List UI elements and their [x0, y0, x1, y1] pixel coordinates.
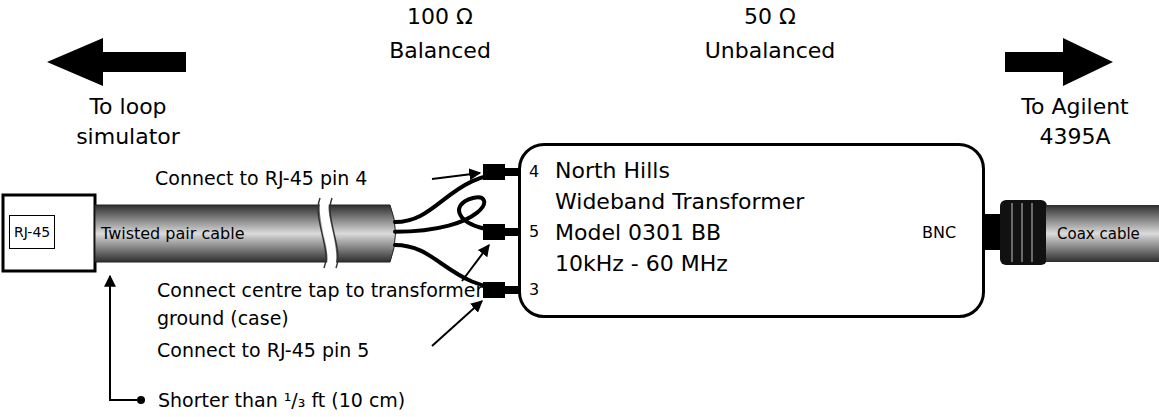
wiring-note: Connect to RJ-45 pin 4	[155, 167, 367, 190]
pin-number: 4	[529, 162, 539, 181]
rj45-plug	[3, 195, 95, 271]
direction-label: To Agilent 4395A	[995, 92, 1155, 152]
twisted-pair-cable: Twisted pair cable	[95, 205, 395, 262]
transformer-box: North HillsWideband TransformerModel 030…	[518, 143, 985, 318]
leader-arrow	[462, 245, 489, 281]
impedance-value: 50 Ω	[620, 4, 920, 30]
box-text: Wideband Transformer	[555, 186, 982, 217]
bnc-connector	[1000, 200, 1047, 265]
line-type: Unbalanced	[620, 38, 920, 64]
bnc-ridge	[1031, 203, 1033, 262]
bnc-ridge	[1021, 203, 1023, 262]
box-text: Model 0301 BB	[555, 217, 982, 248]
plug-label-box: RJ-45	[9, 215, 55, 249]
wire	[395, 172, 518, 222]
box-text: Coax cable	[1057, 225, 1140, 243]
box-text: 10kHz - 60 MHz	[555, 248, 982, 279]
pin-number: 3	[529, 280, 539, 299]
wiring-note: Connect centre tap to transformer ground…	[157, 276, 487, 332]
bnc-ridge	[1011, 203, 1013, 262]
twisted-pair-band	[95, 205, 396, 262]
box-text: Twisted pair cable	[101, 224, 244, 243]
connector-name: BNC	[922, 223, 956, 242]
pin-number: 5	[529, 222, 539, 241]
cable-break	[330, 198, 338, 268]
direction-label: To loop simulator	[48, 92, 208, 152]
length-note: Shorter than ¹/₃ ft (10 cm)	[158, 389, 405, 412]
leader-dot	[137, 396, 145, 404]
coax-band	[1046, 205, 1159, 262]
leader-arrow	[432, 301, 482, 346]
coax-cable: Coax cable	[1045, 205, 1159, 262]
cable-break	[318, 198, 326, 268]
line-type: Balanced	[290, 38, 590, 64]
impedance-value: 100 Ω	[290, 4, 590, 30]
direction-arrow	[47, 38, 186, 86]
leader-arrow	[432, 173, 480, 179]
leader-arrow	[110, 276, 138, 400]
wire	[395, 197, 518, 232]
bnc-connector	[984, 214, 1002, 250]
direction-arrow	[1005, 38, 1113, 86]
wiring-note: Connect to RJ-45 pin 5	[157, 339, 369, 362]
box-text: RJ-45	[14, 224, 50, 240]
box-heading: North Hills	[555, 155, 982, 186]
